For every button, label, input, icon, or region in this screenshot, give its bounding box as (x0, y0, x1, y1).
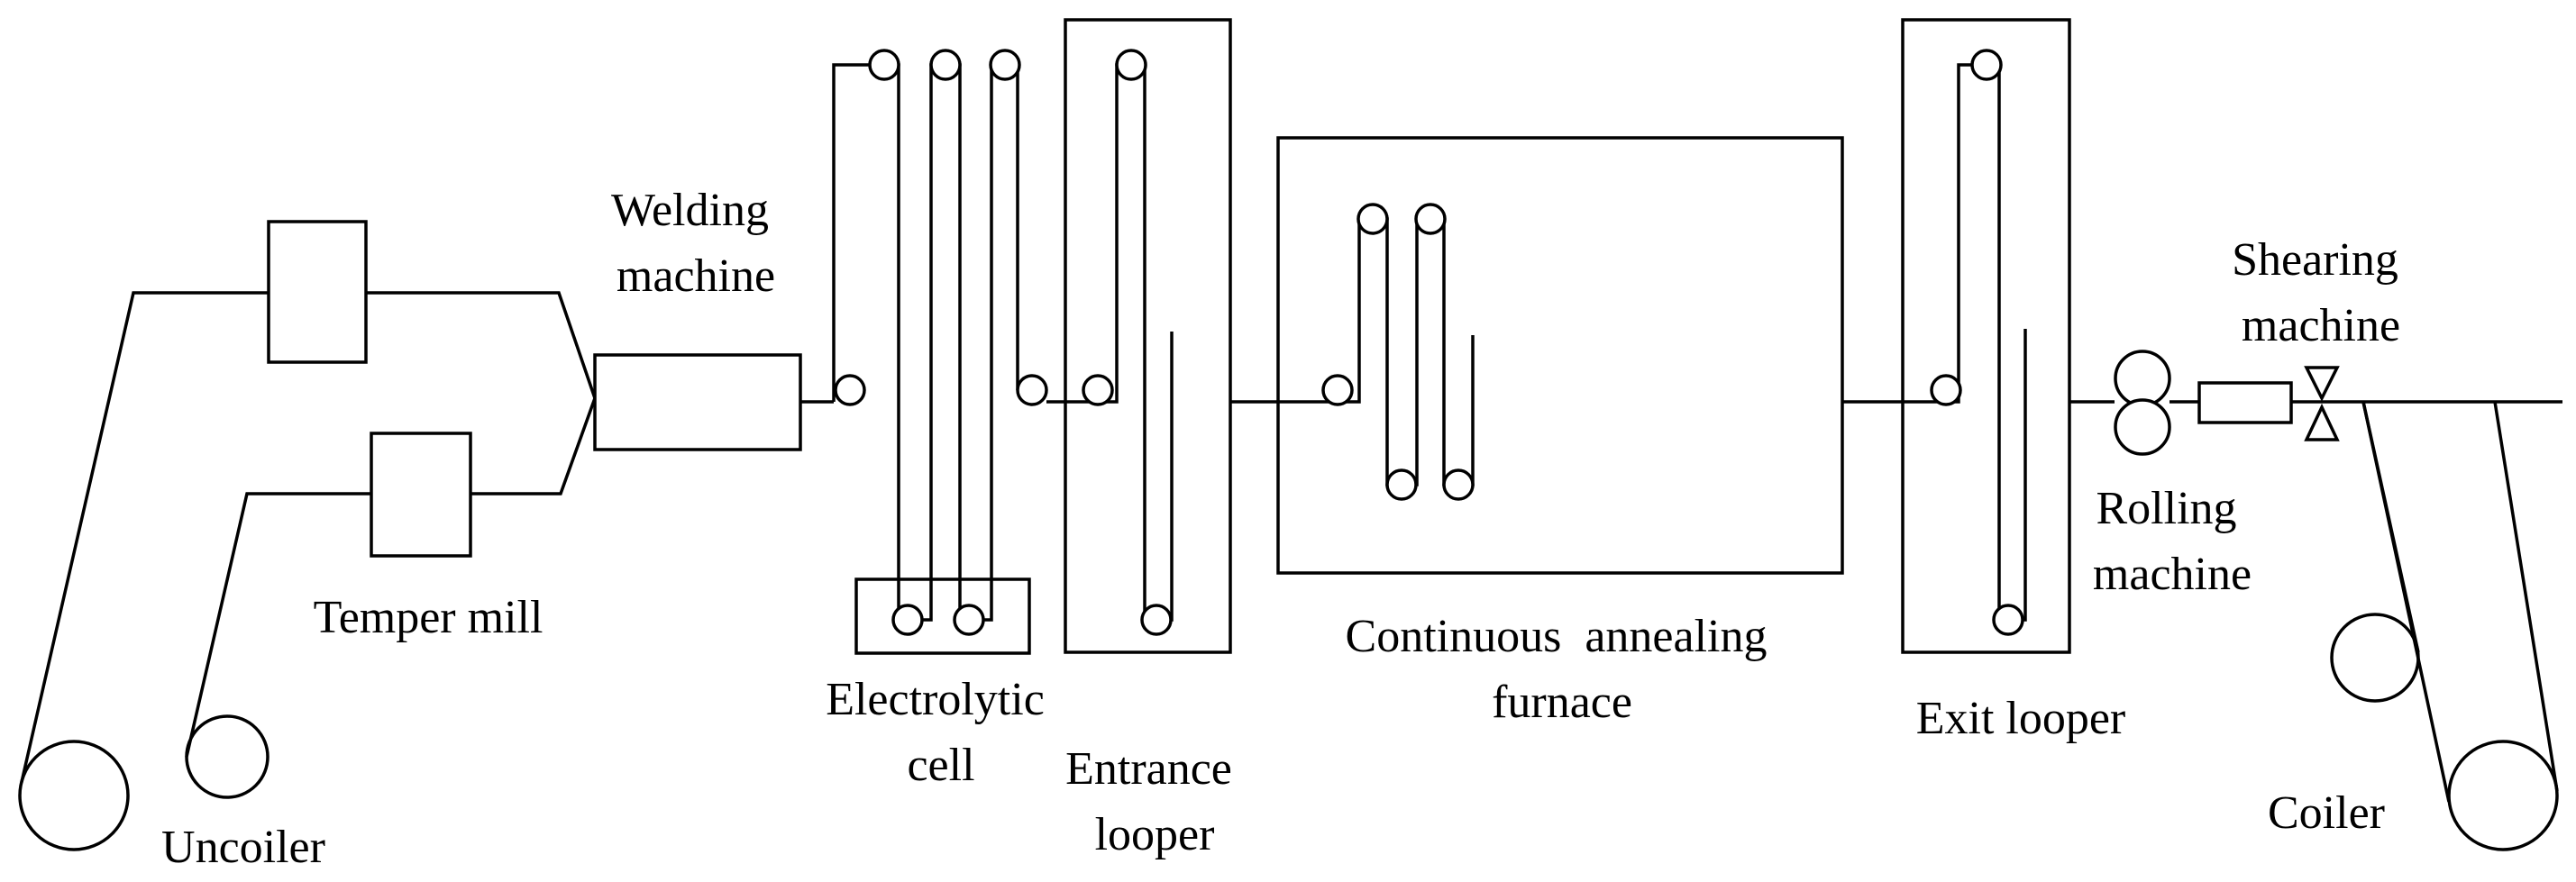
furnace-bottom-roll-2 (1442, 468, 1475, 501)
cell-bottom-roll-2 (953, 604, 985, 636)
coiler-reel-1 (2330, 613, 2420, 703)
label-temper-mill: Temper mill (314, 592, 544, 643)
entrance-looper-group (1046, 18, 1278, 654)
label-rolling-machine: Rolling machine (2093, 483, 2252, 600)
exit-looper-roll-top (1970, 49, 2003, 81)
label-uncoiler: Uncoiler (161, 822, 325, 873)
entrance-looper-box (1064, 18, 1232, 654)
shear-blade-lower (2304, 403, 2340, 441)
electrolytic-cell-group (832, 49, 1048, 655)
exit-looper-box (1901, 18, 2071, 654)
label-shearing-machine: Shearing machine (2232, 234, 2410, 351)
furnace-roll-in (1321, 374, 1354, 406)
strip-to-coiler-2 (2361, 401, 2451, 803)
exit-looper-roll-bottom (1992, 604, 2024, 636)
uncoiler-reel-2 (185, 714, 269, 799)
furnace-bottom-roll-1 (1385, 468, 1418, 501)
entrance-looper-strip (1081, 63, 1174, 622)
exit-looper-group (1901, 18, 2115, 654)
furnace-strip-path (1322, 217, 1475, 486)
uncoiler-reel-1 (18, 740, 130, 851)
strip-to-coiler-3 (2493, 401, 2559, 792)
strip-line-lower (185, 492, 371, 758)
rolling-machine-roll-bottom (2114, 398, 2171, 456)
exit-looper-roll-in (1930, 374, 1962, 406)
electrolytic-cell-tank (854, 577, 1031, 655)
temper-mill-box-lower (370, 432, 472, 558)
uncoiler-group (18, 220, 597, 851)
electrolytic-strip-path (832, 63, 1019, 622)
coiler-reel-2 (2447, 740, 2559, 851)
shear-blade-upper (2304, 366, 2340, 402)
entrance-looper-roll-bottom (1140, 604, 1173, 636)
cell-top-roll-3 (989, 49, 1021, 81)
strip-line-upper (20, 291, 269, 783)
cell-top-roll-1 (868, 49, 900, 81)
furnace-top-roll-2 (1414, 203, 1447, 235)
temper-mill-box-upper (267, 220, 368, 364)
cell-top-roll-2 (929, 49, 962, 81)
inspection-box (2197, 381, 2293, 424)
coiler-group (2330, 401, 2559, 851)
strip-line-lower-2 (470, 397, 597, 496)
cell-bottom-roll-1 (891, 604, 924, 636)
cell-roll-exit (1016, 374, 1048, 406)
label-exit-looper: Exit looper (1916, 693, 2126, 744)
exit-looper-strip (1903, 63, 2027, 622)
furnace-group (1276, 136, 1903, 575)
entrance-looper-roll-in (1082, 374, 1114, 406)
label-continuous-annealing-furnace: Continuous annealing furnace (1346, 611, 1779, 728)
entrance-looper-roll-top (1115, 49, 1147, 81)
labels: Welding machine Temper mill Uncoiler Ele… (161, 185, 2410, 873)
label-entrance-looper: Entrance looper (1065, 743, 1244, 860)
label-welding-machine: Welding machine (611, 185, 781, 302)
label-electrolytic-cell: Electrolytic cell (826, 674, 1056, 791)
furnace-box (1276, 136, 1844, 575)
finishing-group (2114, 350, 2562, 456)
rolling-machine-roll-top (2114, 350, 2171, 407)
furnace-top-roll-1 (1357, 203, 1389, 235)
cell-roll-entry (834, 374, 866, 406)
label-coiler: Coiler (2268, 787, 2385, 839)
welding-machine-box (593, 353, 802, 451)
strip-line-upper-2 (366, 291, 597, 399)
